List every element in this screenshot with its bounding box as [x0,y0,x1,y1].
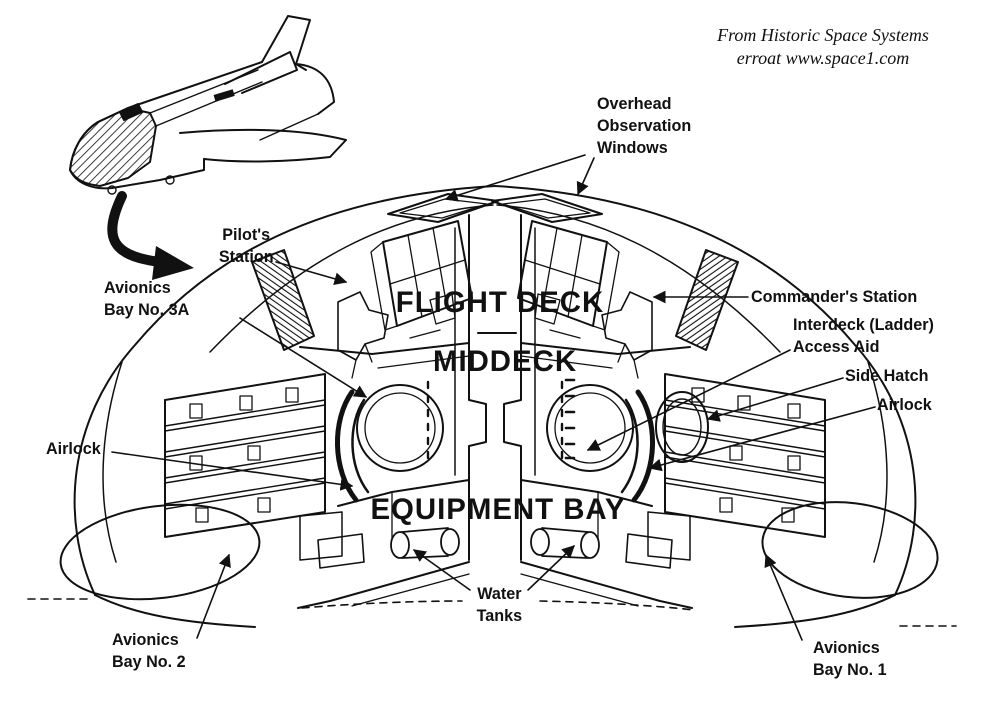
label-avionics-bay-3a: Avionics Bay No. 3A [104,278,190,319]
location-arrow [107,191,194,280]
left-hull-bulge [59,503,261,601]
label-middeck: MIDDECK [432,345,578,378]
label-flight-deck: FLIGHT DECK [395,286,605,319]
label-avionics-bay-1: Avionics Bay No. 1 [813,638,887,679]
attribution-line1: From Historic Space Systems [717,25,929,45]
label-interdeck-access-aid: Interdeck (Ladder) Access Aid [793,315,934,356]
label-side-hatch: Side Hatch [845,366,929,385]
crew-module-cutaway [27,186,957,627]
label-airlock-left: Airlock [46,439,101,458]
label-equipment-bay: EQUIPMENT BAY [370,493,626,526]
shuttle-orbiter-inset [69,15,347,195]
label-airlock-right: Airlock [877,395,932,414]
label-overhead-observation-windows: Overhead Observation Windows [597,94,692,157]
right-hull-bulge [761,501,939,599]
label-avionics-bay-2: Avionics Bay No. 2 [112,630,186,671]
interdeck-ladder [564,378,576,460]
leader-lines [111,154,876,641]
label-water-tanks: Water Tanks [476,584,523,625]
attribution: From Historic Space Systems erroxat www.… [717,25,929,68]
attribution-line2: at www.space1.com [767,48,910,68]
label-commanders-station: Commander's Station [751,287,918,306]
side-hatch-opening [655,391,709,463]
label-pilots-station: Pilot's Station [218,225,274,266]
